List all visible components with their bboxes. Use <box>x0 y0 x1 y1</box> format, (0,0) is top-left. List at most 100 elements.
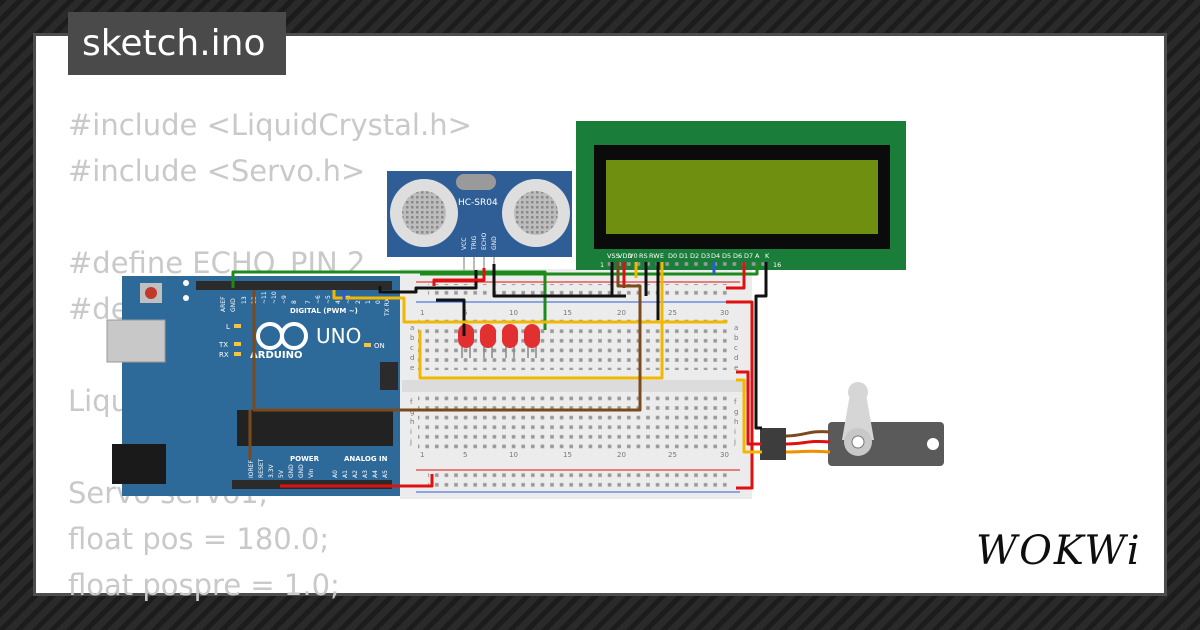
led-lens <box>458 324 474 348</box>
row-letter: i <box>734 428 736 436</box>
arduino-uno[interactable]: UNO ARDUINO DIGITAL (PWM ~) ON L TX RX A… <box>106 276 400 496</box>
lcd-pin-label: D7 <box>744 252 753 260</box>
pin-label: Vin <box>308 468 315 478</box>
pin-label: 5V <box>278 469 285 478</box>
column-number: 25 <box>668 451 677 459</box>
atmega-chip <box>237 410 393 446</box>
power-header-label: POWER <box>290 455 320 463</box>
pin-label: ~6 <box>315 295 322 304</box>
row-letter: a <box>734 324 738 332</box>
wire-green <box>420 262 759 276</box>
pin-label: 3.3V <box>268 463 275 478</box>
pin-label: TX RX <box>384 298 391 317</box>
lcd-screen <box>606 160 878 234</box>
reset-button[interactable] <box>145 287 157 299</box>
pin-label: A4 <box>372 470 379 478</box>
arduino-logo <box>256 322 308 350</box>
row-letter: h <box>410 418 414 426</box>
lcd-pin-number: 1 <box>600 261 604 269</box>
sensor-crystal <box>456 174 496 190</box>
lcd-pin-label: VDD <box>618 252 632 260</box>
pin-label: GND <box>288 464 295 478</box>
sensor-pin-label: TRIG <box>471 235 478 251</box>
led-1[interactable] <box>458 324 474 358</box>
row-letter: d <box>734 354 738 362</box>
row-letter: i <box>410 428 412 436</box>
pin-label: A1 <box>342 470 349 478</box>
row-letter: b <box>734 334 739 342</box>
digital-header <box>196 281 392 290</box>
row-letter: g <box>410 408 414 416</box>
column-number: 15 <box>563 309 572 317</box>
lcd-pin-label: A <box>755 252 760 260</box>
wire-yellow <box>332 290 728 324</box>
pin-label: A2 <box>352 470 359 478</box>
sensor-label: HC-SR04 <box>458 198 498 208</box>
row-letter: e <box>734 364 738 372</box>
ultrasonic-sensor[interactable]: HC-SR04 VCC TRIG ECHO GND <box>387 171 572 270</box>
row-letter: f <box>734 398 737 406</box>
wire-red <box>726 300 754 490</box>
row-letter: h <box>734 418 738 426</box>
row-letter: c <box>410 344 414 352</box>
led-4[interactable] <box>524 324 540 358</box>
row-letter: j <box>733 438 736 446</box>
column-number: 10 <box>509 309 518 317</box>
wire-red <box>432 268 486 286</box>
servo-motor[interactable] <box>760 382 944 466</box>
sensor-pin-label: VCC <box>461 238 468 250</box>
pin-label: ~11 <box>261 291 268 304</box>
wire-yellow <box>736 378 762 454</box>
row-letter: g <box>734 408 738 416</box>
led-lens <box>524 324 540 348</box>
wires <box>231 262 768 490</box>
row-letter: a <box>410 324 414 332</box>
pin-label: GND <box>298 464 305 478</box>
lcd-pin-label: D6 <box>733 252 742 260</box>
board-model-label: UNO <box>316 324 361 348</box>
power-rail-bottom <box>428 472 728 490</box>
pin-label: A0 <box>332 470 339 478</box>
on-led-label: ON <box>374 342 385 350</box>
lcd-pin-label: V0 <box>629 252 638 260</box>
column-number: 10 <box>509 451 518 459</box>
pin-label: ~5 <box>325 295 332 304</box>
pin-label: 0 <box>375 300 382 304</box>
tx-led-label: TX <box>218 341 228 349</box>
lcd-pin-label: K <box>765 252 770 260</box>
pin-label: 13 <box>241 296 248 304</box>
led-2[interactable] <box>480 324 496 358</box>
servo-horn[interactable] <box>842 394 874 440</box>
pin-label: 4 <box>335 300 342 304</box>
pin-label: 1 <box>365 300 372 304</box>
led-3[interactable] <box>502 324 518 358</box>
column-number: 25 <box>668 309 677 317</box>
sketch-filename-badge: sketch.ino <box>68 12 286 75</box>
l-led-label: L <box>226 323 230 331</box>
power-rail-top <box>428 284 728 300</box>
pin-label: A3 <box>362 470 369 478</box>
breadboard: 1 5 10 15 20 25 30 1 5 10 15 20 25 30 a … <box>400 269 752 499</box>
wire-black <box>492 264 626 298</box>
pin-label: RESET <box>258 458 265 478</box>
wire-black <box>436 298 466 336</box>
lcd-pin-label: D1 <box>679 252 688 260</box>
row-letter: b <box>410 334 415 342</box>
rx-led <box>234 352 241 356</box>
power-jack <box>112 444 166 484</box>
pin-label: GND <box>230 298 237 312</box>
digital-header-label: DIGITAL (PWM ~) <box>290 307 358 315</box>
lcd-pin-label: D3 <box>701 252 710 260</box>
analog-header-label: ANALOG IN <box>344 455 388 463</box>
lcd-pin-label: D0 <box>668 252 677 260</box>
wire-yellow <box>418 262 664 380</box>
lcd-pin-label: D5 <box>722 252 731 260</box>
row-letter: e <box>410 364 414 372</box>
led-lens <box>502 324 518 348</box>
lcd-module[interactable]: VSS VDD V0 RS RW E D0 D1 D2 D3 D4 D5 D6 … <box>576 121 906 270</box>
wire-red <box>726 262 746 290</box>
board-brand-label: ARDUINO <box>250 350 302 361</box>
sensor-pin-label: ECHO <box>481 233 488 250</box>
lcd-pin-label: D2 <box>690 252 699 260</box>
